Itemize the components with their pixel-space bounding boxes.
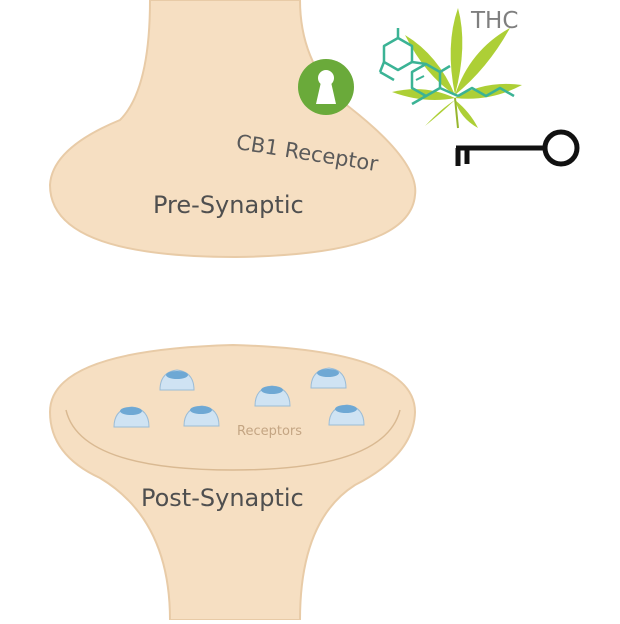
post-synaptic-label: Post-Synaptic [141, 484, 304, 512]
receptor [183, 405, 220, 427]
receptor [328, 404, 365, 426]
receptor [310, 367, 347, 389]
cannabis-leaf-icon [392, 8, 522, 129]
pre-synaptic-label: Pre-Synaptic [153, 191, 304, 219]
receptor [113, 406, 150, 428]
post-synaptic-membrane [65, 409, 401, 471]
receptor [159, 369, 195, 391]
keyhole-lock-icon [298, 59, 354, 115]
key-icon [455, 129, 580, 167]
thc-molecule-icon [378, 28, 515, 106]
thc-label: THC [471, 8, 519, 34]
receptor [254, 385, 291, 407]
receptors-label: Receptors [237, 424, 303, 439]
post-synaptic-terminal [48, 343, 417, 621]
